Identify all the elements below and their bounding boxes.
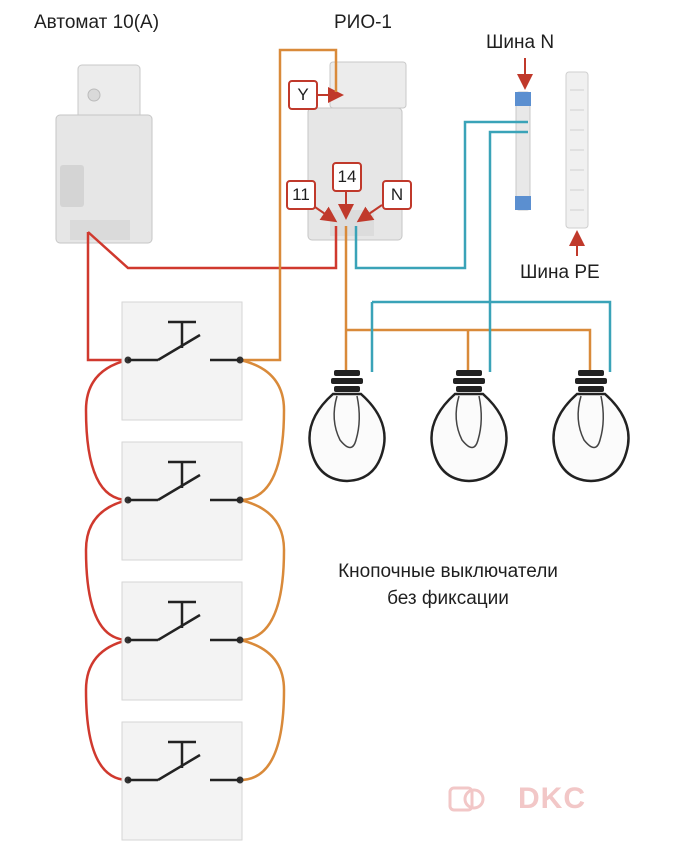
- lamp-3: [552, 370, 630, 483]
- bus-pe: [565, 71, 589, 229]
- dkc-logo-text: DKC: [518, 782, 586, 815]
- dkc-logo-mark: [448, 786, 485, 812]
- circuit-breaker: [55, 64, 153, 244]
- terminal-n-tag: N: [382, 180, 412, 210]
- caption: Кнопочные выключатели без фиксации: [288, 558, 608, 612]
- push-button-4: [121, 721, 244, 841]
- push-button-1: [121, 301, 244, 421]
- terminal-14-tag: 14: [332, 162, 362, 192]
- bus-n-label: Шина N: [486, 32, 555, 53]
- breaker-label: Автомат 10(А): [34, 12, 160, 33]
- lamp-2: [430, 370, 508, 483]
- terminal-11-tag: 11: [286, 180, 316, 210]
- push-button-3: [121, 581, 244, 701]
- bus-n: [515, 91, 531, 211]
- terminal-y-tag: Y: [288, 80, 318, 110]
- neutral-wiring: [354, 120, 612, 372]
- lamp-1: [308, 370, 386, 483]
- bus-pe-label: Шина PE: [520, 262, 600, 283]
- arrow-n: [356, 204, 383, 223]
- caption-line-1: Кнопочные выключатели: [338, 561, 558, 582]
- push-button-2: [121, 441, 244, 561]
- caption-line-2: без фиксации: [387, 588, 509, 609]
- relay-label: РИО-1: [334, 12, 393, 33]
- phase-wiring: [84, 226, 338, 782]
- switched-wiring: [239, 48, 592, 782]
